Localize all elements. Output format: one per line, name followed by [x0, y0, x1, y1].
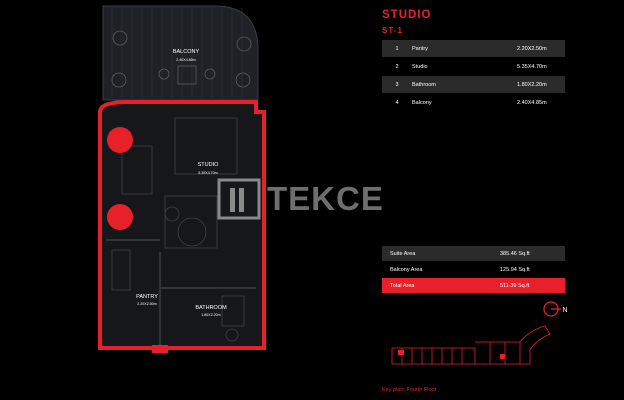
room-dims: 2.40X4.85m: [517, 99, 547, 106]
table-row: 4 Balcony 2.40X4.85m: [382, 94, 565, 111]
room-dims: 5.35X4.70m: [517, 63, 547, 70]
table-row: 3 Bathroom 1.80X2.20m: [382, 76, 565, 93]
room-name: Bathroom: [412, 81, 436, 88]
balcony-dims: 2.40X4.85m: [176, 58, 195, 62]
rooms-table: 1 Pantry 2.20X2.50m 2 Studio 5.35X4.70m …: [382, 40, 565, 112]
area-label: Balcony Area: [390, 266, 423, 273]
tekce-logo-icon: [217, 178, 261, 220]
area-label: Suite Area: [390, 250, 416, 257]
areas-table: Suite Area 385.46 Sq.ft Balcony Area 125…: [382, 246, 565, 294]
room-dims: 2.20X2.50m: [517, 45, 547, 52]
room-number: 1: [395, 45, 399, 52]
room-name: Studio: [412, 63, 428, 70]
interior-walls: [106, 239, 256, 348]
room-name: Pantry: [412, 45, 428, 52]
area-value: 385.46 Sq.ft: [500, 250, 530, 257]
studio-label: STUDIO: [198, 162, 220, 168]
table-row: Suite Area 385.46 Sq.ft: [382, 246, 565, 261]
balcony-label: BALCONY: [173, 49, 200, 55]
pantry-dims: 2.20X2.50m: [137, 302, 156, 306]
room-name: Balcony: [412, 99, 432, 106]
watermark: TEKCE: [267, 180, 384, 217]
room-number: 2: [395, 63, 399, 70]
studio-dims: 5.35X4.70m: [198, 171, 217, 175]
unit-code: ST-1: [382, 26, 403, 35]
balcony-plants: [111, 30, 252, 88]
balcony-deck-lines: [111, 8, 243, 98]
table-row: 2 Studio 5.35X4.70m: [382, 58, 565, 75]
area-value: 125.94 Sq.ft: [500, 266, 530, 273]
pantry-label: PANTRY: [136, 294, 158, 300]
room-dims: 1.80X2.20m: [517, 81, 547, 88]
total-row: Total Area 511.39 Sq.ft: [382, 278, 565, 293]
compass-north-label: N: [563, 307, 568, 314]
page-title: STUDIO: [382, 9, 432, 21]
floor-plan: BALCONY 2.40X4.85m STUDIO 5.35X4.70m PAN…: [98, 5, 266, 353]
room-number: 4: [395, 99, 399, 106]
bathroom-dims: 1.80X2.20m: [201, 313, 220, 317]
table-row: Balcony Area 125.94 Sq.ft: [382, 262, 565, 277]
bathroom-label: BATHROOM: [195, 305, 227, 311]
key-plan: [391, 325, 551, 365]
area-label: Total Area: [390, 282, 415, 289]
room-number: 3: [395, 81, 399, 88]
key-plan-label: Key plan: Fourth Floor: [382, 387, 437, 393]
entrance-marker: [152, 345, 168, 353]
furniture: [111, 117, 245, 342]
red-highlights: [107, 127, 133, 230]
table-row: 1 Pantry 2.20X2.50m: [382, 40, 565, 57]
area-value: 511.39 Sq.ft: [500, 282, 530, 289]
compass-icon: N: [543, 301, 568, 317]
